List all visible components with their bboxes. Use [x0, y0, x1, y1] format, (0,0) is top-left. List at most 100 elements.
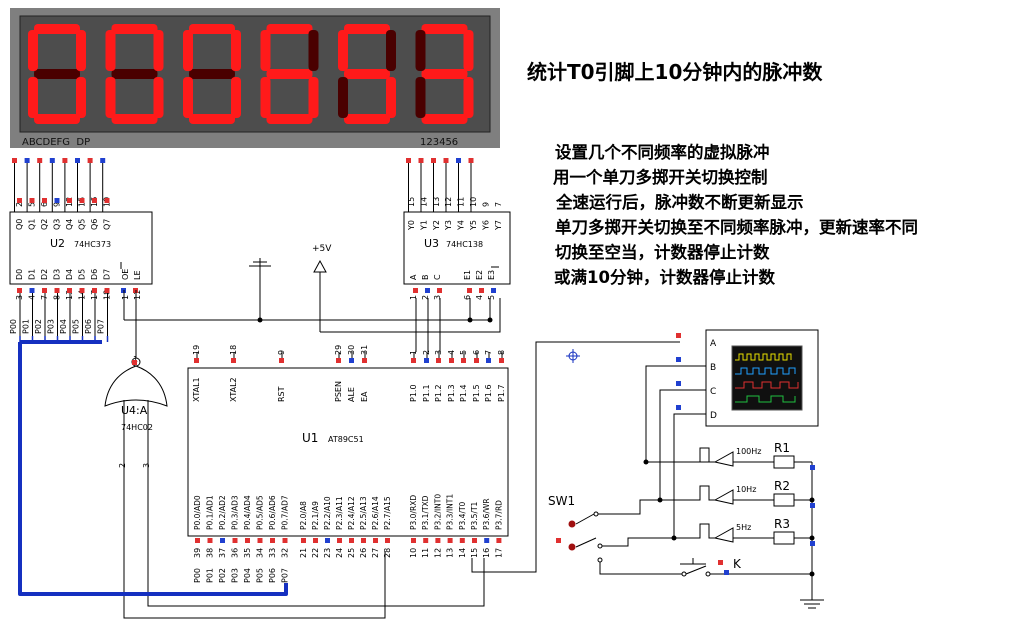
segment [415, 77, 426, 118]
u3-y-pin-label: Y5 [469, 220, 478, 231]
segment [34, 69, 80, 79]
u2-q-pin-num: 5 [28, 202, 37, 207]
u1-top-pin-label: XTAL2 [229, 377, 238, 402]
p0-top-label: P05 [72, 319, 81, 334]
segment [415, 30, 426, 71]
segment [111, 24, 158, 34]
u1-bottom-pin [349, 538, 354, 543]
u1-bottom-pin [270, 538, 275, 543]
segment [76, 30, 86, 71]
u2-q-pin-label: Q6 [90, 219, 99, 230]
segment [28, 77, 38, 118]
u1-bottom-pin [207, 538, 213, 543]
u1-bottom-pin [301, 538, 306, 543]
u1-bottom-pin-num: 14 [458, 548, 467, 558]
scope-channel-label: D [710, 411, 717, 421]
u1-bottom-pin [496, 538, 502, 543]
u2-q-pin [54, 198, 60, 203]
u1-top-pin-label: EA [360, 391, 369, 402]
segment [338, 77, 348, 118]
u2-d-pin [54, 288, 60, 293]
segment [105, 30, 116, 71]
u1-top-pin [461, 358, 466, 363]
u1-bottom-pin [411, 538, 416, 543]
u1-bottom-pin-num: 36 [231, 548, 240, 558]
u1-bottom-pin [459, 538, 465, 543]
u4-ref: U4:A [121, 404, 148, 417]
u1-bottom-pin-label: P0.4/AD4 [243, 495, 252, 530]
display-segment-pin [87, 158, 93, 163]
scope-channel-pin [676, 333, 681, 338]
u1-top-pin-num: 19 [192, 345, 201, 355]
note-line: 切换至空当，计数器停止计数 [555, 243, 770, 262]
u1-top-pin [436, 358, 441, 363]
u3-y-pin-label: Y1 [419, 220, 428, 231]
u3-e-pin-label: E1 [463, 270, 472, 280]
u2-q-pin-num: 6 [40, 202, 49, 207]
p0-bottom-label: P01 [206, 568, 215, 583]
p0-bottom-label: P00 [193, 568, 202, 583]
digit [183, 24, 241, 124]
u3-in-pin-num: 2 [421, 295, 430, 300]
u1-bottom-pin [373, 538, 378, 543]
u2-d-pin-label: D6 [90, 269, 99, 280]
digit [28, 24, 86, 124]
u3-in-pin-label: C [433, 274, 442, 280]
u1-bottom-pin-label: P3.7/RD [494, 500, 503, 530]
u1-bottom-pin-label: P2.5/A13 [359, 496, 368, 530]
u2-q-pin-label: Q1 [28, 219, 37, 230]
seven-segment-display: ABCDEFG DP 123456 [10, 8, 500, 148]
u1-bottom-pin-label: P3.2/INT0 [433, 494, 442, 530]
u1-bottom-pin [337, 538, 342, 543]
digit [260, 24, 319, 124]
u1-bottom-pin-label: P0.5/AD5 [256, 495, 265, 530]
u3-body [403, 211, 511, 285]
u1-bottom-pin-num: 35 [243, 548, 252, 558]
u4-in1-num: 2 [118, 463, 127, 468]
u3-in-pin [437, 288, 442, 293]
u1-bottom-pin-label: P2.0/A8 [299, 501, 308, 530]
u1-top-pin [411, 358, 416, 363]
u1-bottom-pin-num: 15 [470, 548, 479, 558]
u3-in-pin-label: A [409, 274, 418, 280]
u4-out-num: 1 [133, 355, 138, 364]
segment [189, 24, 235, 34]
segment-label: ABCDEFG DP [22, 137, 90, 148]
u1-bottom-pin-num: 13 [446, 548, 455, 558]
u1-top-pin-label: P1.1 [422, 384, 431, 402]
p0-bottom-label: P03 [231, 568, 240, 583]
display-pins [12, 158, 474, 212]
u1-top-pin [499, 358, 504, 363]
u1-bottom-pin [245, 538, 250, 543]
p0-bottom-label: P04 [243, 568, 252, 583]
u1-bottom-pin-num: 16 [482, 548, 491, 558]
u1-bottom-pin-num: 28 [383, 548, 392, 558]
u2-q-pin [104, 198, 110, 203]
u2-d-pin [92, 288, 97, 293]
u2-q-pin [17, 198, 22, 203]
u1-top-pin [194, 358, 199, 363]
u4-out-pin [132, 360, 137, 365]
sw1-switch: SW1 [548, 494, 603, 563]
u3-e-pin-num: 4 [475, 295, 484, 300]
u2-d-pin-label: D1 [28, 269, 37, 280]
p0-data-bus [18, 340, 288, 596]
u2-d-pin-label: D7 [103, 269, 112, 280]
u3-pins: Y015Y114Y213Y312Y411Y510Y69Y77A1B2C3E16E… [407, 197, 503, 300]
display-digit-pin [443, 158, 449, 163]
segment [111, 69, 158, 79]
u2-q-pin-label: Q0 [15, 219, 24, 230]
u1-top-pin [336, 358, 341, 363]
u1-bottom-pin-num: 37 [218, 548, 227, 558]
u1-top-pin-label: P1.5 [472, 384, 481, 402]
display-segment-pin [62, 158, 68, 163]
u1-pins: 19XTAL118XTAL29RST29PSEN30ALE31EA1P1.02P… [192, 345, 506, 558]
resistor [773, 531, 795, 545]
u3-y-pin-label: Y7 [494, 220, 503, 231]
segment [386, 30, 396, 71]
u1-top-pin [474, 358, 479, 363]
u2-d-pin-label: D2 [40, 269, 49, 280]
u1-body [187, 367, 509, 537]
note-line: 全速运行后，脉冲数不断更新显示 [556, 193, 804, 212]
